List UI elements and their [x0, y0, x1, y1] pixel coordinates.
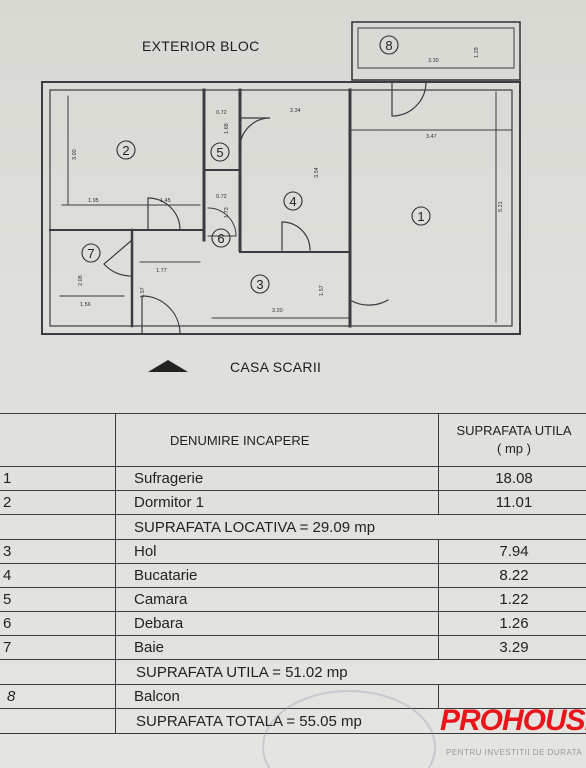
- room-number: 8: [385, 38, 392, 53]
- door-swing: [239, 117, 271, 149]
- room-number: 6: [217, 231, 224, 246]
- row-area: 7.94: [438, 539, 586, 564]
- door-swing: [391, 81, 427, 117]
- dimension: 1.56: [80, 302, 91, 308]
- room-marker-circle: [379, 35, 399, 55]
- dimension: 3.20: [272, 308, 283, 314]
- door-swing: [207, 207, 237, 237]
- row-num: 2: [0, 490, 116, 515]
- dimension: 1.29: [474, 47, 480, 58]
- inner-wall-line: [49, 89, 513, 327]
- table-row: 1 Sufragerie 18.08: [0, 466, 586, 491]
- dimension: 1.73: [224, 207, 230, 218]
- row-name: Camara: [115, 587, 439, 612]
- header-area-line1: SUPRAFATA UTILA: [456, 423, 572, 438]
- room-marker-circle: [283, 191, 303, 211]
- row-area: 1.26: [438, 611, 586, 636]
- row-num: 8: [0, 684, 116, 709]
- door-swing: [281, 221, 311, 251]
- dimension: 3.54: [314, 167, 320, 178]
- row-num: 4: [0, 563, 116, 588]
- table-header-row: DENUMIRE INCAPERE SUPRAFATA UTILA ( mp ): [0, 413, 586, 467]
- door-swing: [147, 197, 181, 231]
- row-name: Dormitor 1: [115, 490, 439, 515]
- row-area: 8.22: [438, 563, 586, 588]
- stairs-arrow-icon: [148, 360, 188, 372]
- table-row: 5 Camara 1.22: [0, 587, 586, 612]
- row-name: Hol: [115, 539, 439, 564]
- stairs-label: CASA SCARII: [230, 359, 322, 375]
- room-number: 1: [417, 209, 424, 224]
- room-marker-circle: [210, 142, 230, 162]
- door-swing: [103, 239, 133, 277]
- door-swing: [141, 295, 181, 335]
- room-area-table: DENUMIRE INCAPERE SUPRAFATA UTILA ( mp )…: [0, 413, 586, 734]
- header-area-line2: ( mp ): [497, 441, 531, 456]
- header-area-cell: SUPRAFATA UTILA ( mp ): [438, 413, 586, 467]
- room-number: 4: [289, 194, 296, 209]
- row-num: 5: [0, 587, 116, 612]
- row-num: 3: [0, 539, 116, 564]
- dimension: 0.72: [216, 110, 227, 116]
- room-marker-circle: [81, 243, 101, 263]
- dimension: 1.57: [140, 287, 146, 298]
- row-num: 7: [0, 635, 116, 660]
- header-num-cell: [0, 413, 116, 467]
- room-number: 3: [256, 277, 263, 292]
- room-marker-circle: [411, 206, 431, 226]
- row-name: Sufragerie: [115, 466, 439, 491]
- room-marker-circle: [211, 228, 231, 248]
- row-num: 6: [0, 611, 116, 636]
- balcony-outline: [351, 21, 521, 81]
- header-name-cell: DENUMIRE INCAPERE: [115, 413, 439, 467]
- sum-utila: SUPRAFATA UTILA = 51.02 mp: [115, 659, 586, 685]
- row-area: 1.22: [438, 587, 586, 612]
- row-area: 11.01: [438, 490, 586, 515]
- dimension: 3.00: [72, 149, 78, 160]
- table-row: 6 Debara 1.26: [0, 611, 586, 636]
- brand-logo: PROHOUSE: [440, 704, 586, 737]
- table-row: 4 Bucatarie 8.22: [0, 563, 586, 588]
- table-row: 3 Hol 7.94: [0, 539, 586, 564]
- table-row: 7 Baie 3.29: [0, 635, 586, 660]
- dimension: 1.57: [319, 285, 325, 296]
- dimension: 3.47: [426, 134, 437, 140]
- dimension: 2.08: [78, 275, 84, 286]
- row-name: Bucatarie: [115, 563, 439, 588]
- row-num: 1: [0, 466, 116, 491]
- dimension: 1.45: [160, 198, 171, 204]
- row-area: 18.08: [438, 466, 586, 491]
- balcony-inner: [357, 27, 515, 69]
- row-name: Baie: [115, 635, 439, 660]
- room-marker-circle: [116, 140, 136, 160]
- dimension: 1.77: [156, 268, 167, 274]
- row-area: 3.29: [438, 635, 586, 660]
- room-number: 2: [122, 143, 129, 158]
- room-number: 5: [216, 145, 223, 160]
- dimension: 1.95: [88, 198, 99, 204]
- sum-locativa-row: SUPRAFATA LOCATIVA = 29.09 mp: [0, 514, 586, 540]
- room-marker-circle: [250, 274, 270, 294]
- table-row: 2 Dormitor 1 11.01: [0, 490, 586, 515]
- sum-utila-row: SUPRAFATA UTILA = 51.02 mp: [0, 659, 586, 685]
- dimension: 3.30: [428, 58, 439, 64]
- dimension: 1.68: [224, 123, 230, 134]
- room-number: 7: [87, 246, 94, 261]
- brand-tagline: PENTRU INVESTITII DE DURATA: [446, 748, 583, 757]
- outer-wall: [41, 81, 521, 335]
- sum-locativa: SUPRAFATA LOCATIVA = 29.09 mp: [115, 514, 586, 540]
- door-swing: [349, 261, 389, 306]
- row-name: Debara: [115, 611, 439, 636]
- floor-plan-drawing: 2 1 3 4 5 6 7 8 3.00 1.95 1.45 0.72 1.68…: [41, 21, 521, 372]
- dimension: 2.34: [290, 108, 301, 114]
- dimension: 0.72: [216, 194, 227, 200]
- dimension: 5.21: [498, 201, 504, 212]
- exterior-label: EXTERIOR BLOC: [142, 38, 260, 54]
